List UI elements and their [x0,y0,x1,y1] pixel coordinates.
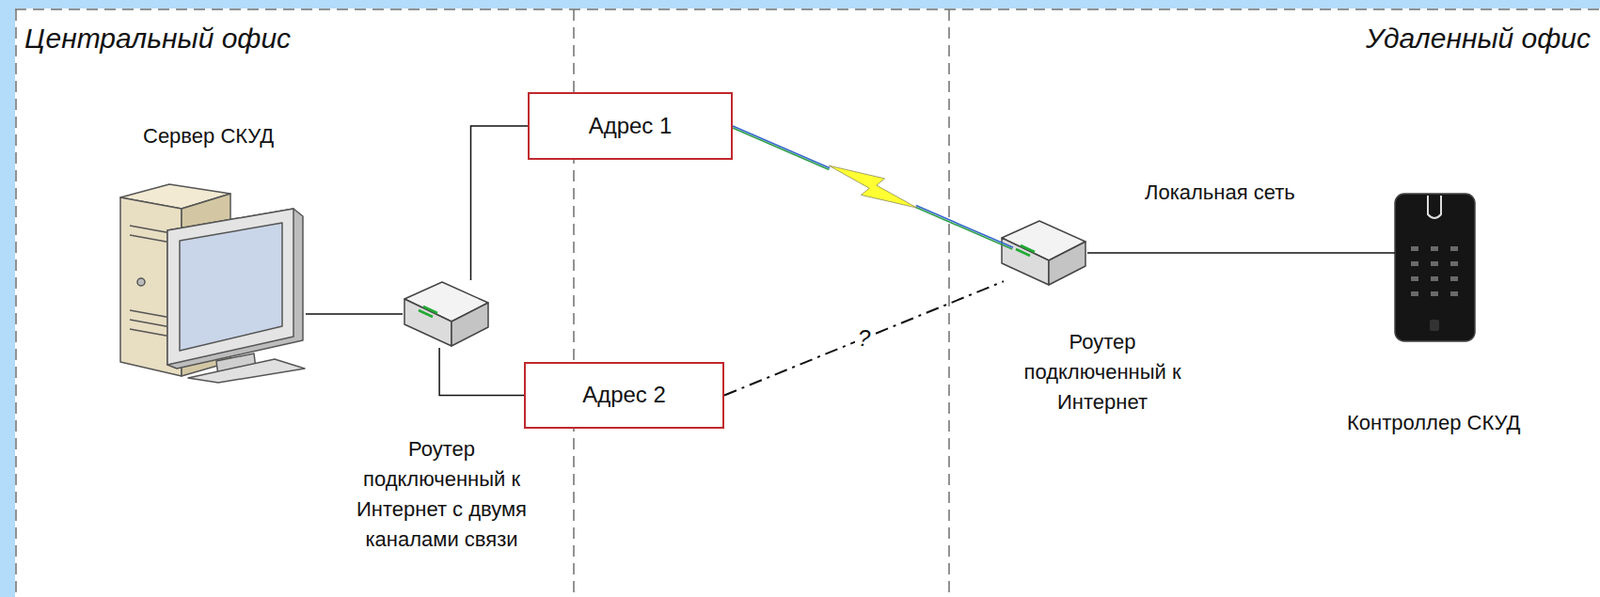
connector [724,281,1004,396]
controller-node: Контроллер СКУД [1394,193,1475,342]
address-box: Адрес 2 [523,362,725,429]
keypad [1410,246,1458,297]
device-caption: Роутер подключенный к Интернет с двумя к… [340,434,543,555]
router-side [451,302,489,347]
router-light [1020,245,1035,253]
link-line [732,126,830,169]
key [1450,291,1458,297]
lightning-bolt [828,165,918,208]
box-label: Адрес 2 [582,381,666,410]
key [1410,261,1419,267]
controller-led [1429,319,1440,332]
tower-button [137,278,145,286]
key [1430,261,1439,267]
frame-border [15,8,1600,11]
link-line [439,348,524,397]
tower-vent [129,235,172,243]
zone-label: Удаленный офис [1365,22,1591,55]
router-light [418,310,433,317]
connector [471,126,529,281]
device-caption: Сервер СКУД [142,121,274,152]
connector [731,126,1014,250]
link-line [471,126,529,281]
key [1450,261,1458,267]
key [1430,291,1439,297]
key [1430,246,1439,252]
link-line [916,205,1014,249]
frame-band [0,0,16,597]
router-light [1015,249,1030,256]
router-node: Роутер подключенный к Интернет с двумя к… [402,280,491,349]
server-node: Сервер СКУД [101,183,306,383]
box-label: Адрес 1 [588,112,673,141]
key [1450,276,1458,282]
router-front [404,299,452,347]
key [1410,291,1419,297]
edge-label: ? [855,326,873,351]
device-caption: Локальная сеть [1144,177,1296,208]
link-line [724,281,1004,396]
router-light [423,306,438,314]
link-line [1087,252,1395,254]
monitor-back [167,208,303,369]
controller-reader [1427,195,1442,219]
router-node: Локальная сетьРоутер подключенный к Инте… [999,219,1088,287]
server-icon [120,184,305,383]
key [1430,276,1439,282]
tower-vent [129,329,172,337]
address-box: Адрес 1 [527,92,733,160]
router-side [1048,241,1086,286]
link-line [731,127,829,171]
zone-label: Центральный офис [24,22,291,55]
connector [439,348,524,397]
tower-vent [129,225,172,234]
monitor-bezel [167,208,294,365]
controller-body [1394,193,1475,342]
monitor-base [188,359,305,383]
router-icon [404,282,489,347]
controller-icon [1394,193,1475,342]
device-caption: Роутер подключенный к Интернет [1013,327,1192,418]
link-line [305,313,403,316]
key [1450,246,1458,252]
frame-border [15,9,17,597]
router-icon [1001,221,1086,286]
tower-vent [129,319,172,328]
monitor-screen [179,222,283,351]
frame-band [0,0,1600,9]
link-line [915,206,1013,250]
connector [1087,253,1395,254]
zone-divider [948,9,951,597]
device-caption: Контроллер СКУД [1346,408,1521,439]
connector [305,314,403,316]
key [1410,276,1419,282]
key [1410,246,1419,252]
tower-vent [129,310,172,318]
